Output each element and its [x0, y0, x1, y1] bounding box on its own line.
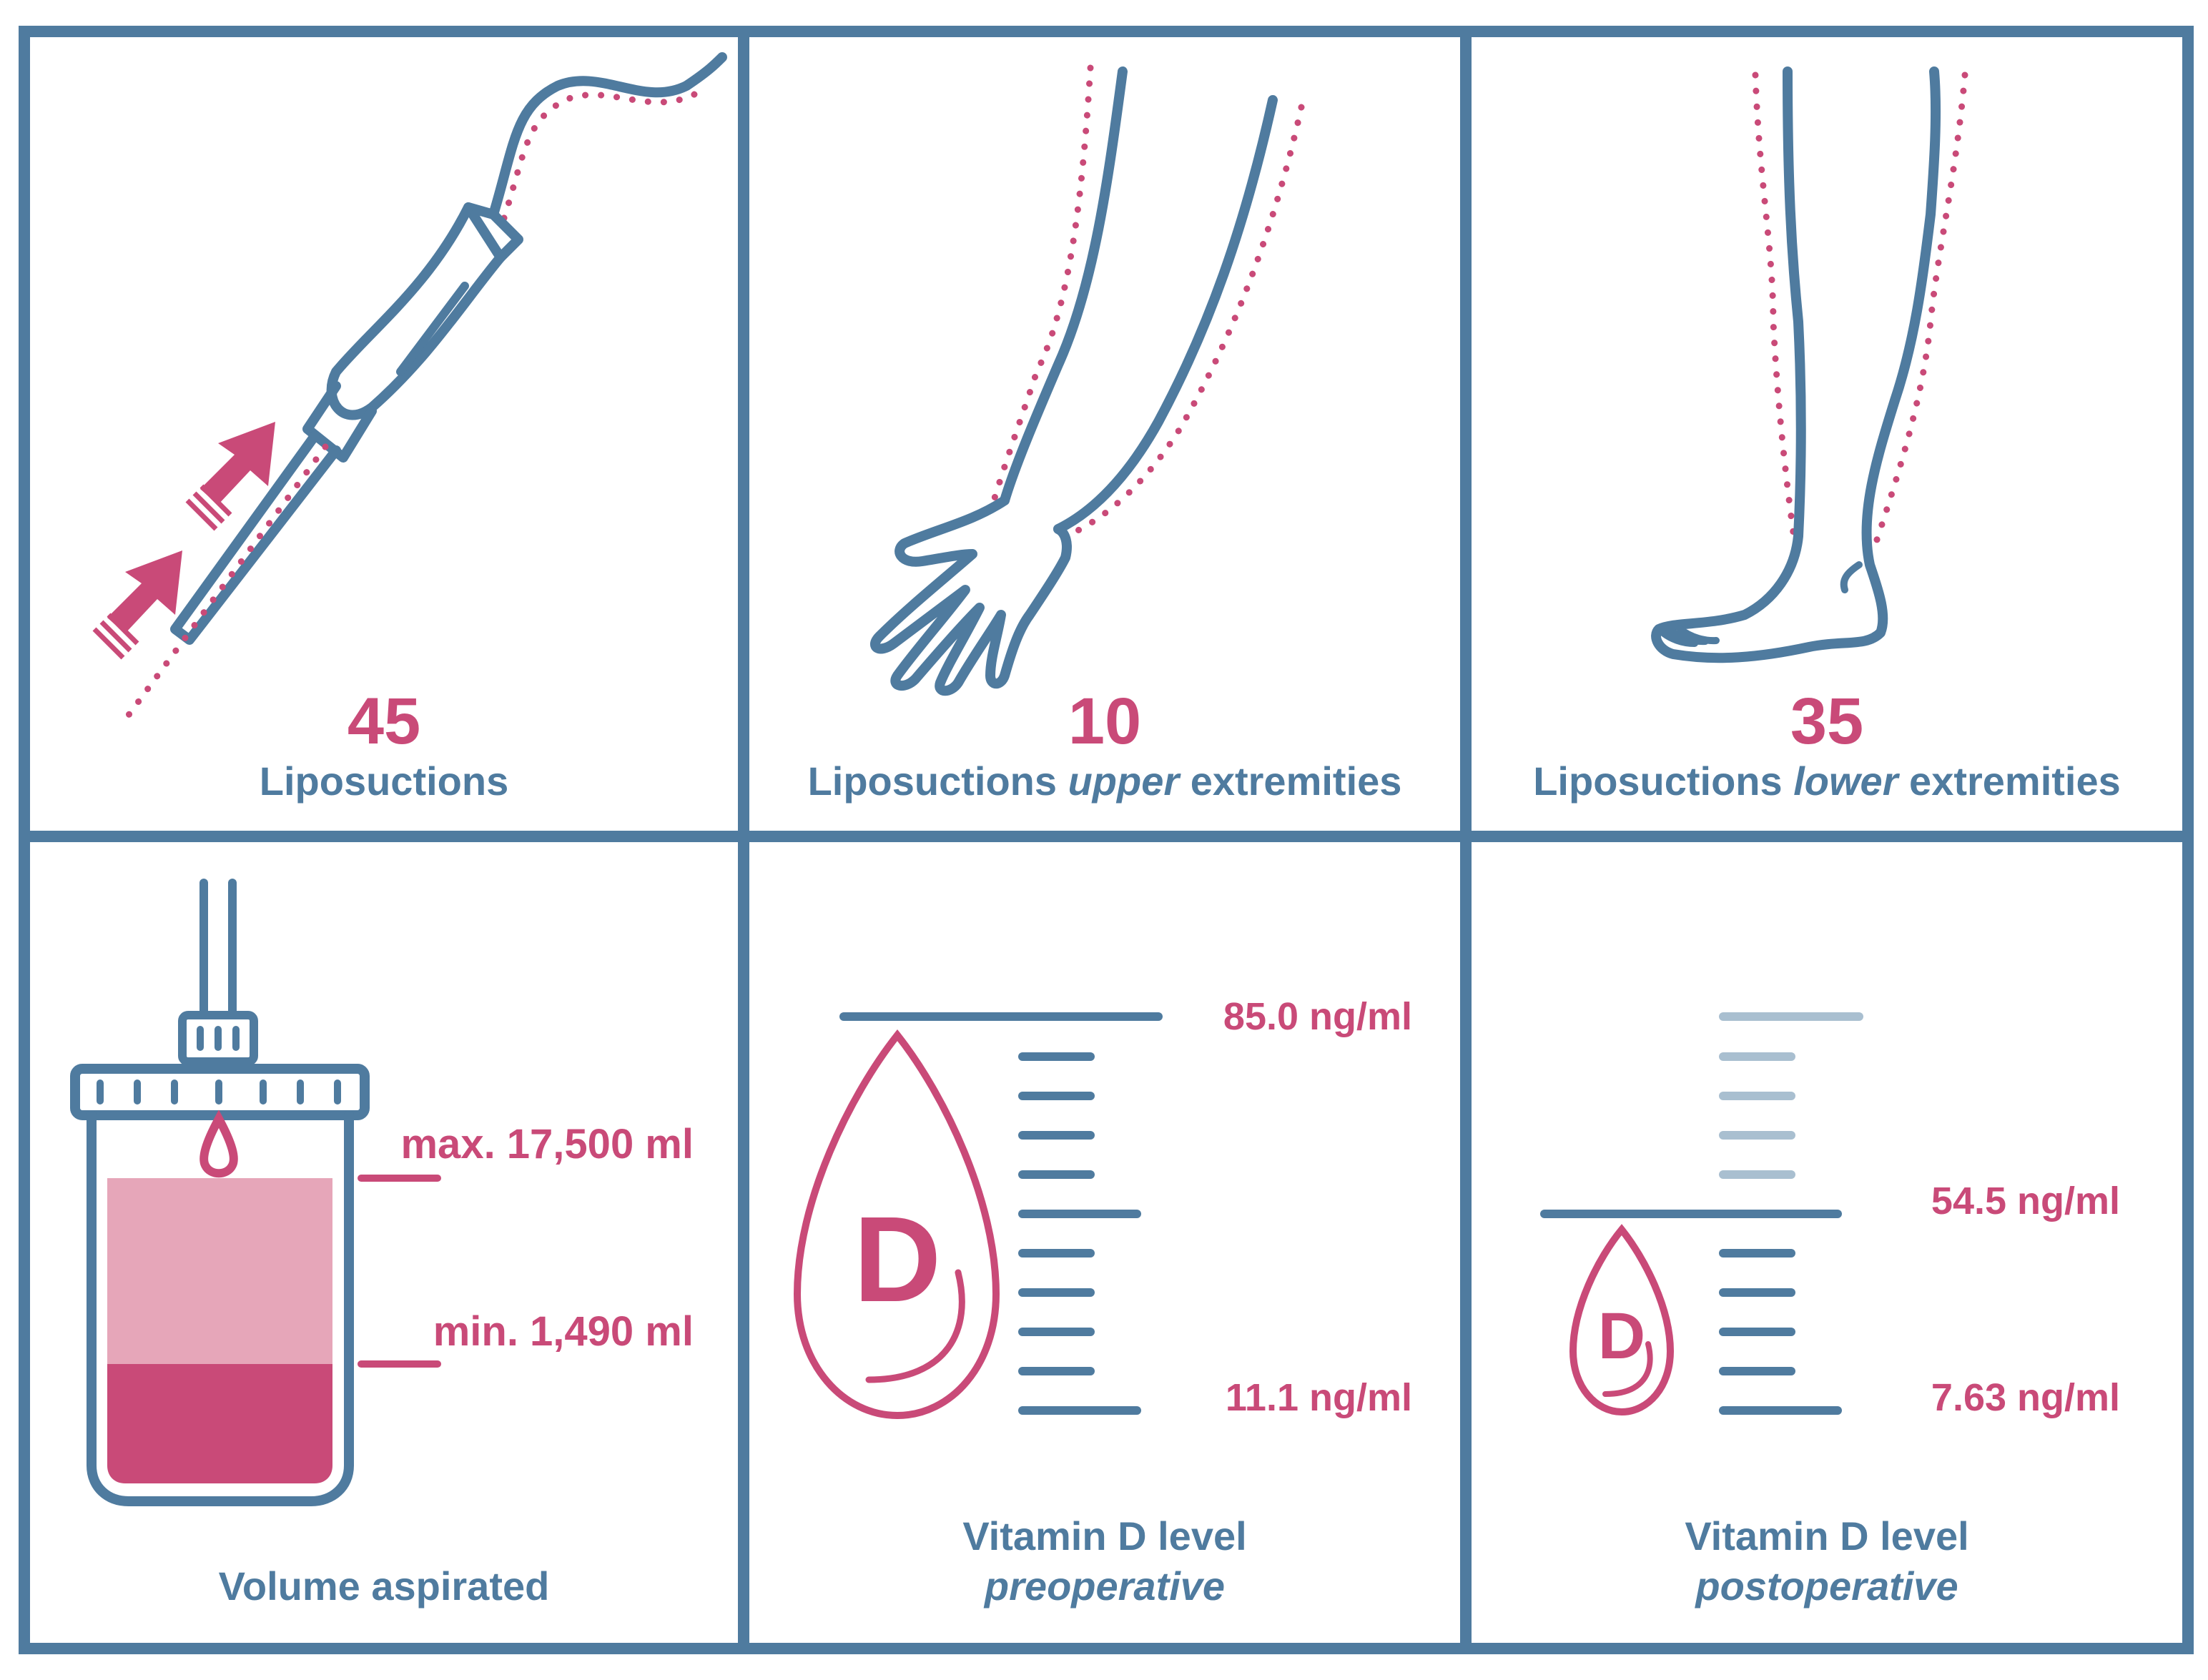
- arm-icon: [870, 64, 1305, 696]
- vitd-post-low: 7.63 ng/ml: [1931, 1376, 2120, 1419]
- vitd-post-label: Vitamin D level: [1685, 1513, 1968, 1558]
- upper-label: Liposuctions upper extremities: [808, 759, 1402, 804]
- volume-label: Volume aspirated: [219, 1563, 550, 1609]
- vitd-post-label-italic: postoperative: [1694, 1563, 1958, 1609]
- lower-count: 35: [1790, 685, 1863, 758]
- vitd-pre-label: Vitamin D level: [962, 1513, 1246, 1558]
- liposuction-cannula-icon: [92, 52, 727, 718]
- volume-max: max. 17,500 ml: [400, 1121, 694, 1167]
- vitd-pre-letter: D: [854, 1192, 942, 1328]
- vitamin-d-drop-icon-post: [1569, 1224, 1675, 1416]
- liposuctions-label: Liposuctions: [260, 759, 508, 804]
- vitd-pre-high: 85.0 ng/ml: [1223, 995, 1412, 1038]
- liposuctions-count: 45: [348, 685, 420, 758]
- lower-label: Liposuctions lower extremities: [1533, 759, 2121, 804]
- measuring-scale-icon-pre: [839, 1012, 1163, 1415]
- vitamin-d-drop-icon: [793, 1029, 1000, 1420]
- volume-min: min. 1,490 ml: [433, 1308, 694, 1355]
- vitd-post-letter: D: [1598, 1300, 1645, 1373]
- upper-count: 10: [1068, 685, 1141, 758]
- collection-jar-icon: [70, 879, 441, 1506]
- measuring-scale-icon-post: [1540, 1012, 1863, 1415]
- vitd-pre-low: 11.1 ng/ml: [1226, 1376, 1412, 1419]
- panel-grid: [19, 26, 2194, 1654]
- vitd-pre-label-italic: preoperative: [983, 1563, 1225, 1609]
- leg-icon: [1651, 66, 1968, 663]
- vitd-post-high: 54.5 ng/ml: [1931, 1180, 2120, 1222]
